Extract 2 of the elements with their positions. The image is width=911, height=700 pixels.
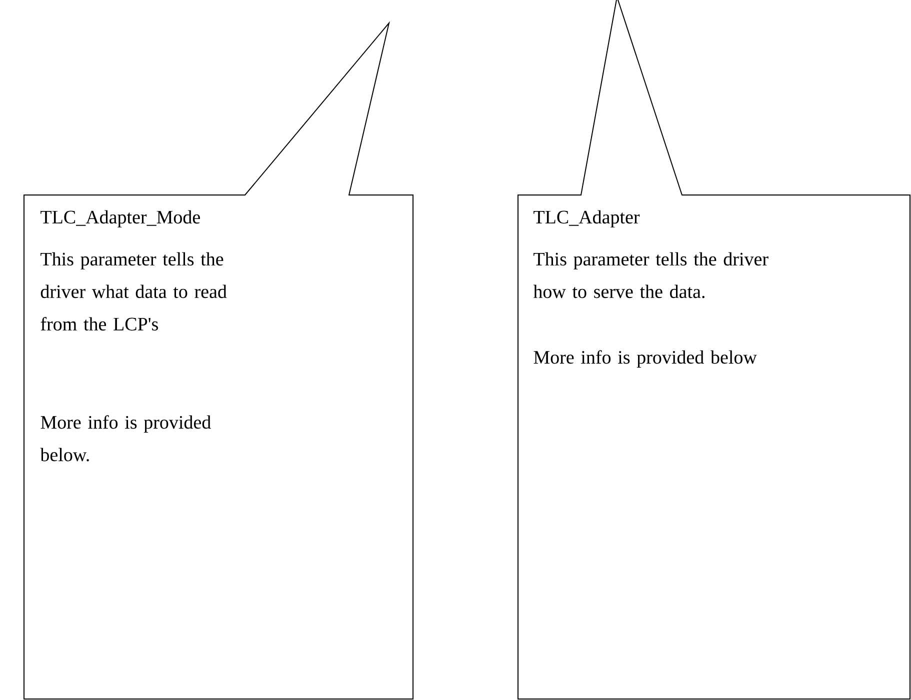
callout-box: TLC_Adapter This parameter tells the driver how to serve the data. More info is provided below bbox=[518, 0, 910, 700]
callout-box: TLC_Adapter_Mode This parameter tells the driver what data to read from the LCP's More info is provided below. bbox=[24, 21, 414, 700]
